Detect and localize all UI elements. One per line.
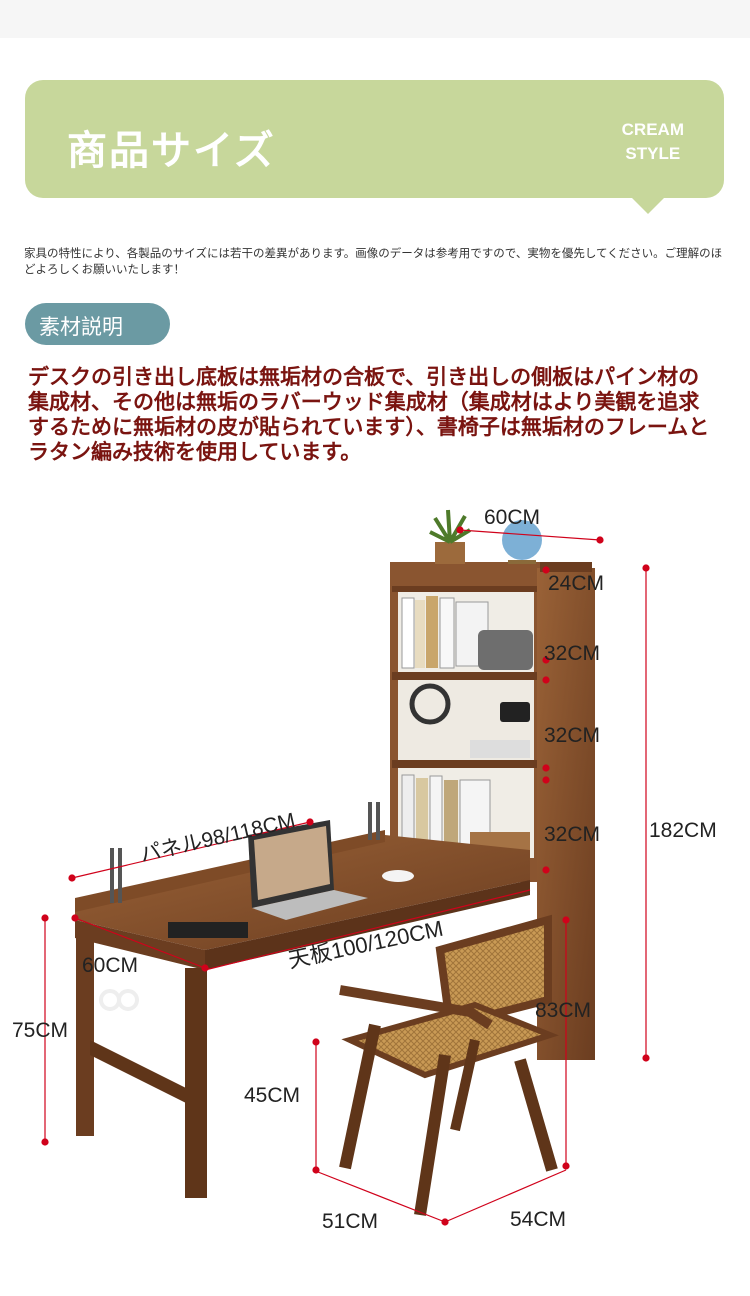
dim-seat-height: 45CM	[244, 1084, 300, 1107]
banner-sub-line2: STYLE	[625, 144, 681, 163]
furniture-illustration: 60CM 24CM 32CM 32CM 32CM 182CM パネル98/118…	[12, 506, 717, 1233]
section-pill: 素材説明	[25, 303, 170, 345]
dim-chair-width: 54CM	[510, 1208, 566, 1231]
dim-total-height: 182CM	[649, 819, 717, 842]
banner-sub-line1: CREAM	[621, 120, 684, 139]
dim-shelf-3: 32CM	[544, 724, 600, 747]
banner-subtitle: CREAM STYLE	[622, 118, 684, 166]
title-banner: 商品サイズ CREAM STYLE	[25, 80, 724, 198]
material-description: デスクの引き出し底板は無垢材の合板で、引き出しの側板はパイン材の集成材、その他は…	[28, 365, 710, 464]
dim-desk-height: 75CM	[12, 1019, 68, 1042]
desk	[75, 802, 530, 1198]
banner-title: 商品サイズ	[67, 128, 276, 174]
dim-shelf-depth: 60CM	[484, 506, 540, 529]
dim-shelf-2: 32CM	[544, 642, 600, 665]
size-notice: 家具の特性により、各製品のサイズには若干の差異があります。画像のデータは参考用で…	[24, 246, 723, 276]
dim-shelf-top: 24CM	[548, 572, 604, 595]
banner-tail	[630, 196, 666, 214]
chair	[339, 914, 559, 1216]
dimension-lines	[41, 526, 650, 1226]
dim-shelf-4: 32CM	[544, 823, 600, 846]
section-pill-label: 素材説明	[39, 315, 123, 339]
dim-chair-depth: 51CM	[322, 1210, 378, 1233]
dim-desk-depth: 60CM	[82, 954, 138, 977]
dimension-labels: 60CM 24CM 32CM 32CM 32CM 182CM パネル98/118…	[12, 506, 717, 1233]
dim-chair-height: 83CM	[535, 999, 591, 1022]
top-band	[0, 0, 750, 38]
